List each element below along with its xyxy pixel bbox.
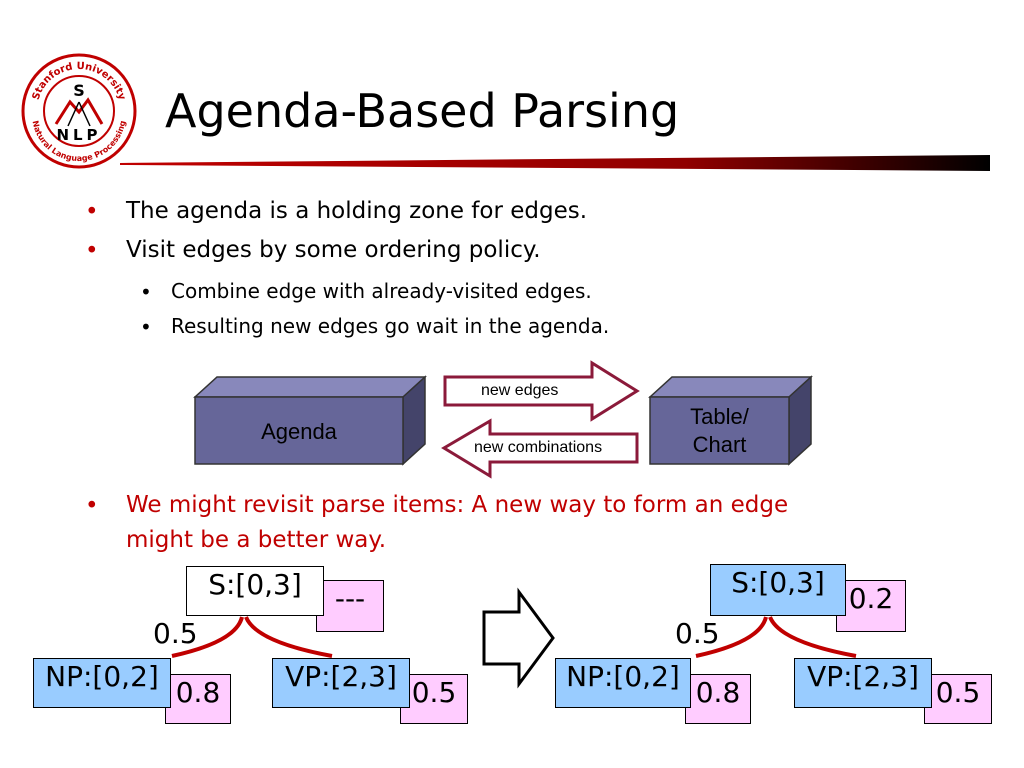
right-child-score-box: 0.5 bbox=[400, 674, 468, 724]
root-score-box: 0.2 bbox=[836, 580, 906, 632]
transform-arrow bbox=[482, 587, 555, 689]
new-combinations-label: new combinations bbox=[474, 439, 603, 456]
title-divider-bar bbox=[120, 155, 990, 171]
right-child-score-box: 0.5 bbox=[924, 674, 992, 724]
sub-bullet-item: Resulting new edges go wait in the agend… bbox=[171, 314, 610, 338]
left-child-score-box: 0.8 bbox=[685, 674, 751, 724]
rule-probability: 0.5 bbox=[675, 617, 720, 650]
sub-bullet-item: Combine edge with already-visited edges. bbox=[171, 279, 592, 303]
left-child-node: NP:[0,2] bbox=[33, 658, 171, 708]
sub-bullet-marker: • bbox=[140, 280, 152, 304]
new-edges-label: new edges bbox=[481, 382, 559, 399]
left-child-score-box: 0.8 bbox=[165, 674, 231, 724]
right-child-node: VP:[2,3] bbox=[272, 658, 410, 708]
slide-title: Agenda-Based Parsing bbox=[165, 84, 680, 138]
bullet-item: The agenda is a holding zone for edges. bbox=[126, 198, 588, 224]
root-node: S:[0,3] bbox=[186, 566, 324, 616]
red-bullet-line-2: might be a better way. bbox=[126, 527, 387, 553]
bullet-marker: • bbox=[85, 493, 99, 519]
bullet-marker: • bbox=[85, 238, 99, 264]
sub-bullet-marker: • bbox=[140, 315, 152, 339]
left-child-node: NP:[0,2] bbox=[555, 658, 691, 708]
chart-label-line1: Table/ bbox=[690, 404, 749, 429]
agenda-label: Agenda bbox=[261, 419, 337, 444]
svg-text:S: S bbox=[73, 81, 85, 100]
root-score-box: --- bbox=[316, 580, 384, 632]
bullet-item: Visit edges by some ordering policy. bbox=[126, 237, 541, 263]
rule-probability: 0.5 bbox=[153, 617, 198, 650]
stanford-nlp-logo: Stanford University Natural Language Pro… bbox=[21, 53, 137, 169]
red-bullet-line-1: We might revisit parse items: A new way … bbox=[126, 492, 789, 518]
bullet-marker: • bbox=[85, 199, 99, 225]
chart-label-line2: Chart bbox=[692, 432, 747, 457]
svg-text:NLP: NLP bbox=[56, 126, 101, 144]
root-node: S:[0,3] bbox=[710, 564, 846, 616]
right-child-node: VP:[2,3] bbox=[794, 658, 932, 708]
